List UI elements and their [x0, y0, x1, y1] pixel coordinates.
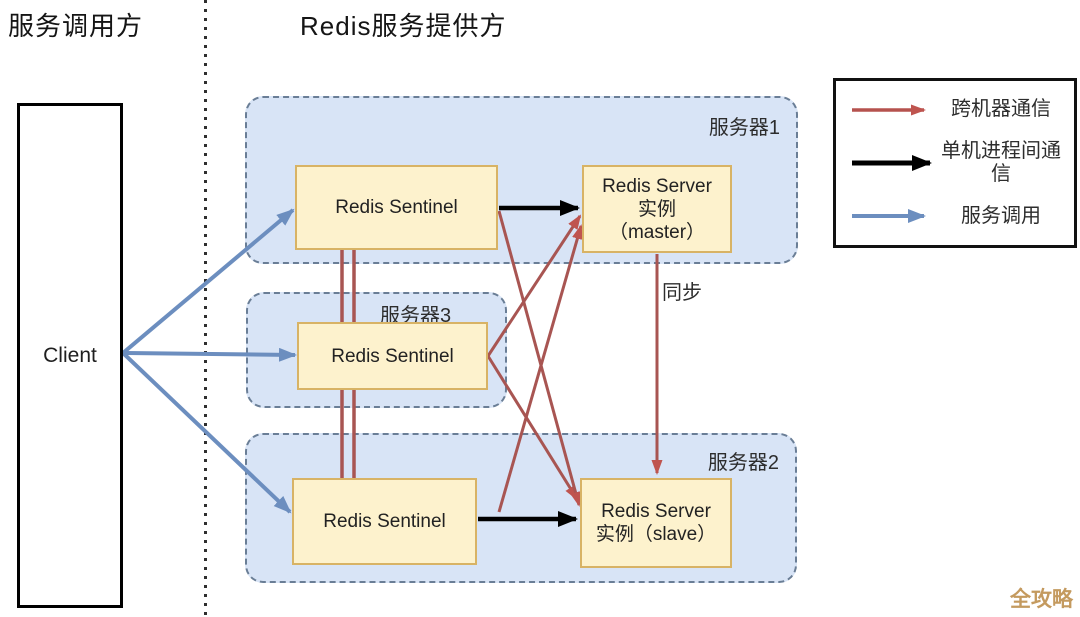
- slave-line2: 实例（slave）: [595, 524, 717, 545]
- client-to-sentinel3-arrow: [122, 347, 297, 362]
- slave-instance-node: Redis Server 实例（slave）: [580, 478, 732, 568]
- section-divider-dotted-line: [204, 0, 207, 617]
- legend-item-single-machine: 单机进程间通信: [848, 132, 1062, 194]
- watermark-text: 全攻略: [1010, 588, 1073, 611]
- server1-sentinel-node: Redis Sentinel: [295, 165, 498, 250]
- master-line1: Redis Server: [602, 175, 712, 197]
- server3-sentinel-node: Redis Sentinel: [297, 322, 488, 390]
- legend-single-machine-label: 单机进程间通信: [941, 139, 1061, 185]
- cross-machine-arrow-icon: [852, 104, 926, 116]
- server3-sentinel-text: Redis Sentinel: [331, 345, 454, 367]
- client-label: Client: [43, 343, 97, 367]
- server1-sentinel-text: Redis Sentinel: [335, 197, 458, 218]
- provider-section-title: Redis服务提供方: [300, 11, 507, 41]
- legend-item-cross-machine: 跨机器通信: [848, 87, 1062, 132]
- server3-label: 服务器3: [380, 305, 452, 327]
- client-node: Client: [17, 103, 123, 608]
- sentinel1-to-slave-arrow: [497, 210, 581, 507]
- slave-line1: Redis Server: [601, 501, 711, 522]
- legend-cross-machine-label: 跨机器通信: [951, 98, 1051, 121]
- server2-sentinel-text: Redis Sentinel: [323, 511, 446, 532]
- service-call-arrow-icon: [852, 209, 926, 224]
- server2-label: 服务器2: [707, 452, 779, 474]
- legend-box: 跨机器通信 单机进程间通信 服务调用: [833, 78, 1077, 248]
- legend-service-call-label: 服务调用: [961, 204, 1041, 227]
- sentinel3-to-slave-arrow: [486, 355, 579, 501]
- master-instance-node: Redis Server 实例 （master）: [582, 165, 732, 253]
- master-line3: （master）: [608, 221, 706, 243]
- sentinel2-to-master-arrow: [497, 224, 583, 513]
- caller-section-title: 服务调用方: [8, 11, 144, 41]
- legend-item-service-call: 服务调用: [848, 194, 1062, 239]
- server1-label: 服务器1: [708, 117, 780, 139]
- client-to-sentinel1-arrow: [121, 208, 295, 355]
- single-machine-arrow-icon: [852, 154, 932, 171]
- client-to-sentinel2-arrow: [121, 351, 292, 514]
- server2-sentinel-node: Redis Sentinel: [292, 478, 477, 565]
- sentinel3-to-master-arrow: [486, 214, 582, 357]
- sync-annotation: 同步: [662, 282, 702, 304]
- master-line2: 实例: [637, 198, 676, 220]
